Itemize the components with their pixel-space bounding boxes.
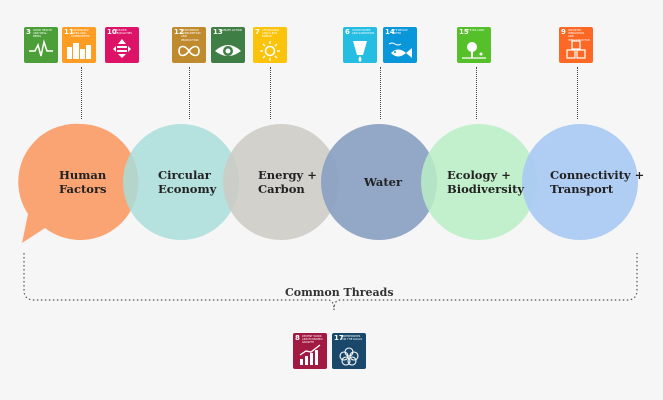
tree-icon [462,42,486,59]
theme-label-line: Biodiversity [447,182,525,196]
connector-line [189,67,190,119]
theme-label-line: Transport [550,182,614,196]
sdg-15-tile: 15 LIFE ON LAND [457,27,491,63]
theme-circle-circular-economy [123,124,239,240]
connector-line [270,67,271,119]
theme-label-line: Connectivity + [550,168,645,182]
connector-line [577,67,578,119]
connector-line [81,67,82,119]
cubes-icon [566,40,586,59]
fish-icon [388,42,412,58]
theme-label-line: Human [59,168,107,182]
theme-label-water: Water [364,175,402,189]
theme-circle-connectivity-transport [522,124,638,240]
infinity-icon [178,45,200,57]
theme-label-line: Water [364,175,403,189]
theme-label-line: Factors [59,182,107,196]
water-drop-icon [353,41,367,62]
sdg-11-tile: 11 SUSTAINABLE CITIES AND COMMUNITIES [62,27,96,63]
connector-line [476,67,477,119]
sdg-17-tile: 17 PARTNERSHIPS FOR THE GOALS [332,333,366,369]
sdg-3-tile: 3 GOOD HEALTH AND WELL-BEING [24,27,58,63]
sdg-7-tile: 7 AFFORDABLE AND CLEAN ENERGY [253,27,287,63]
sdg-12-tile: 12 RESPONSIBLE CONSUMPTION AND PRODUCTIO… [172,27,206,63]
growth-chart-icon [299,344,321,365]
equality-icon [113,39,131,58]
sdg-10-tile: 10 REDUCED INEQUALITIES [105,27,139,63]
theme-label-energy-carbon: Energy +Carbon [258,168,317,196]
theme-circle-human-factors [18,123,139,243]
sdg-8-tile: 8 DECENT WORK AND ECONOMIC GROWTH [293,333,327,369]
theme-label-line: Circular [158,168,211,182]
heartbeat-icon [29,39,53,57]
common-threads-label: Common Threads [285,286,394,299]
partnership-rings-icon [339,347,359,366]
theme-circle-ecology-biodiversity [421,124,537,240]
city-icon [67,43,91,59]
sdg-14-tile: 14 LIFE BELOW WATER [383,27,417,63]
theme-label-line: Economy [158,182,217,196]
connector-line [380,67,381,119]
sdg-6-tile: 6 CLEAN WATER AND SANITATION [343,27,377,63]
theme-label-line: Energy + [258,168,317,182]
theme-label-ecology-biodiversity: Ecology +Biodiversity [447,168,524,196]
eye-globe-icon [215,45,241,56]
theme-label-line: Ecology + [447,168,511,182]
theme-circle-energy-carbon [223,124,339,240]
sun-icon [260,41,280,61]
theme-label-connectivity-transport: Connectivity +Transport [550,168,644,196]
sdg-13-tile: 13 CLIMATE ACTION [211,27,245,63]
theme-label-line: Carbon [258,182,305,196]
theme-circle-water [321,124,437,240]
sdg-9-tile: 9 INDUSTRY, INNOVATION AND INFRASTRUCTUR… [559,27,593,63]
